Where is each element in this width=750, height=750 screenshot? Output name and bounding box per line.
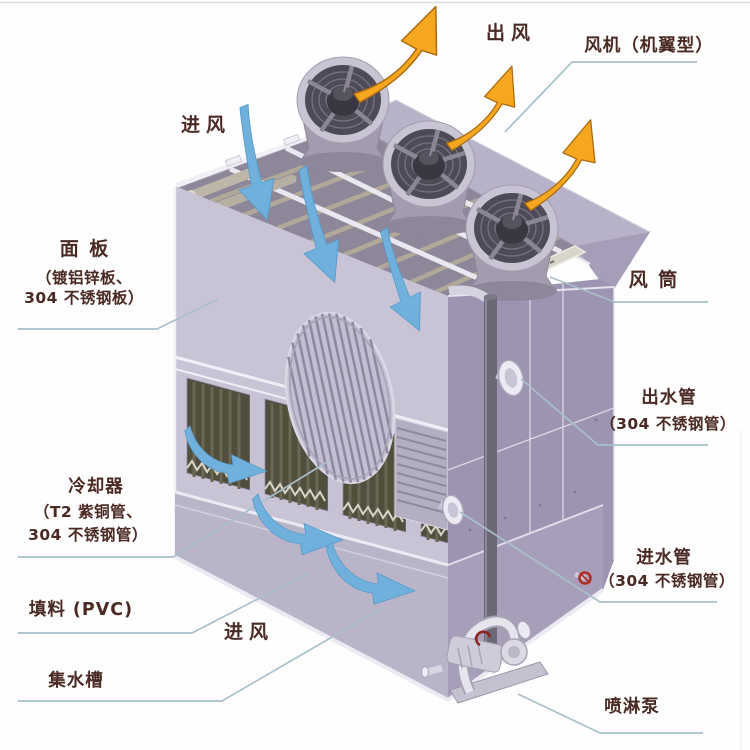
air-in-side-arrow-2: [252, 493, 344, 556]
outlet-flange: [495, 359, 525, 397]
leader-outlet-pipe: [520, 378, 708, 446]
label-outlet-pipe-line1: 出水管: [641, 387, 697, 408]
leader-fan-cylinder: [549, 276, 708, 303]
label-cooler-line2: （T2 紫铜管、: [34, 502, 142, 521]
oval-grille: [284, 311, 396, 485]
label-cooler-line3: 304 不锈钢管）: [28, 525, 148, 544]
leader-fill: [18, 572, 309, 634]
air-out-arrows: [353, 5, 596, 212]
leader-panel: [18, 298, 219, 330]
pump-valve-red: [474, 630, 492, 647]
air-in-top-arrow-2: [298, 165, 340, 284]
air-in-side-arrow-3: [325, 541, 416, 605]
label-water-basin: 集水槽: [47, 670, 104, 691]
leader-cooler: [18, 459, 331, 558]
drain-valve-red: [574, 571, 592, 585]
leader-water-basin: [18, 607, 383, 702]
louver-panel: [394, 417, 449, 531]
label-air-out: 出风: [486, 21, 536, 44]
label-air-in-bottom: 进风: [224, 621, 274, 643]
label-panel-line1: 面 板: [60, 237, 111, 260]
air-in-top-arrow-3: [379, 227, 421, 332]
leader-spray-pump: [517, 693, 703, 734]
label-panel-line3: 304 不锈钢板）: [24, 288, 144, 307]
air-in-side-arrows: [184, 425, 416, 605]
air-in-top-arrow-1: [238, 103, 275, 221]
label-air-in-top: 进风: [181, 114, 231, 136]
air-out-arrow-1: [353, 5, 438, 104]
fan-1: [296, 56, 390, 172]
label-panel-line2: （镀铝锌板、: [36, 268, 132, 287]
leader-fan: [504, 61, 697, 133]
label-fill: 填料 (PVC): [29, 599, 133, 620]
fan-2: [382, 120, 476, 236]
label-cooler-line1: 冷却器: [68, 476, 124, 497]
leader-inlet-pipe: [459, 511, 717, 603]
leader-lines: [18, 61, 717, 734]
label-inlet-pipe-line1: 进水管: [636, 547, 692, 568]
fill-post: [250, 395, 265, 494]
label-fan: 风机（机翼型）: [584, 35, 714, 56]
air-in-top-arrows: [238, 103, 421, 332]
label-fan-cylinder: 风 筒: [629, 268, 680, 291]
spray-pump: [421, 615, 549, 704]
label-inlet-pipe-line2: （304 不锈钢管）: [599, 571, 735, 590]
tower-body: [173, 56, 652, 704]
air-in-side-arrow-1: [184, 425, 268, 484]
fan-3: [465, 184, 559, 301]
riser-pipe: [448, 285, 497, 644]
air-out-arrow-3: [524, 119, 596, 212]
air-out-arrow-2: [446, 65, 516, 152]
rim-tabs: [224, 133, 301, 167]
label-spray-pump: 喷淋泵: [604, 696, 660, 717]
labels: 进风 出风 风机（机翼型） 面 板 （镀铝锌板、 304 不锈钢板） 风 筒 出…: [24, 21, 736, 717]
inlet-flange: [438, 494, 465, 526]
label-outlet-pipe-line2: （304 不锈钢管）: [600, 414, 736, 433]
